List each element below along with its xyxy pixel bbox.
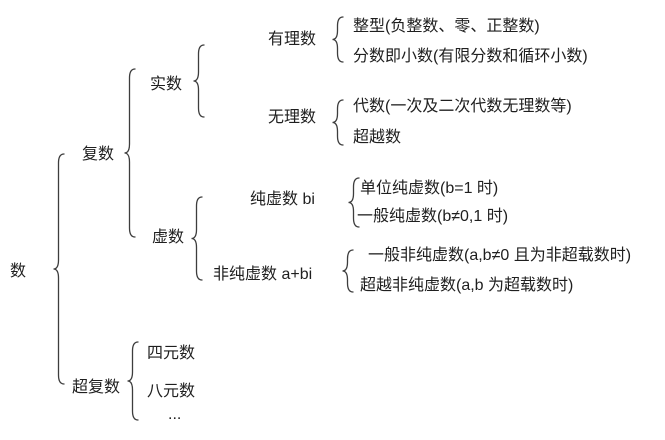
node-hypercomplex: 超复数: [72, 379, 121, 396]
node-non-pure-imaginary: 非纯虚数 a+bi: [213, 266, 313, 283]
node-general-pure-imaginary: 一般纯虚数(b≠0,1 时): [357, 208, 509, 225]
brace-complex: [123, 68, 136, 238]
node-algebraic: 代数(一次及二次代数无理数等): [353, 98, 572, 115]
node-real: 实数: [150, 76, 183, 93]
node-rational: 有理数: [268, 31, 317, 48]
brace-real: [192, 44, 205, 118]
node-quaternions: 四元数: [147, 345, 196, 362]
node-general-non-pure-imaginary: 一般非纯虚数(a,b≠0 且为非超载数时): [368, 247, 632, 264]
brace-irrational: [331, 99, 344, 146]
node-number: 数: [10, 263, 27, 280]
node-pure-imaginary: 纯虚数 bi: [250, 191, 315, 208]
node-unit-pure-imaginary: 单位纯虚数(b=1 时): [360, 180, 499, 197]
brace-rational: [331, 16, 344, 63]
node-octonions: 八元数: [147, 383, 196, 400]
brace-imaginary: [190, 196, 203, 281]
node-fractions: 分数即小数(有限分数和循环小数): [353, 48, 588, 65]
brace-pure-imaginary: [347, 177, 360, 228]
node-imaginary: 虚数: [152, 229, 185, 246]
brace-hypercomplex: [126, 341, 139, 421]
node-complex: 复数: [82, 146, 115, 163]
node-ellipsis: ...: [168, 406, 182, 423]
node-irrational: 无理数: [268, 109, 317, 126]
node-integers: 整型(负整数、零、正整数): [353, 18, 540, 35]
node-transcendental: 超越数: [353, 129, 402, 146]
brace-non-pure-imaginary: [341, 249, 354, 293]
brace-number: [52, 153, 65, 385]
node-transcendental-non-pure-imaginary: 超越非纯虚数(a,b 为超载数时): [360, 277, 574, 294]
